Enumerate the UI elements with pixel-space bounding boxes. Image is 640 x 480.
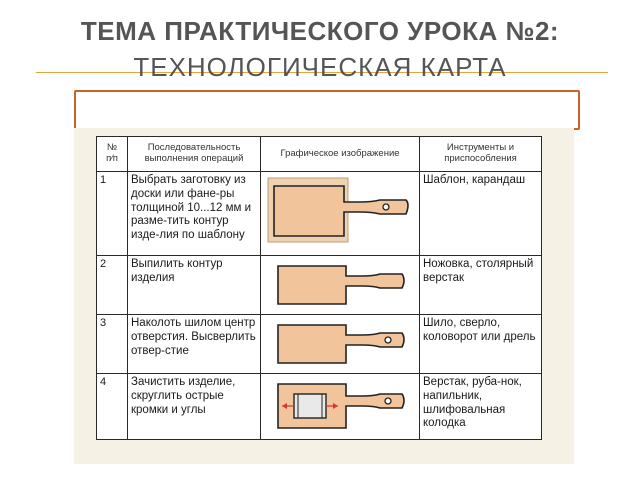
table-row: 4 Зачистить изделие, скруглить острые кр… (96, 373, 542, 440)
row-graphic (260, 373, 420, 440)
row-graphic (260, 255, 420, 315)
slide-title: ТЕМА ПРАКТИЧЕСКОГО УРОКА №2: (0, 16, 640, 46)
board-sanding-drawing (277, 383, 405, 429)
tech-card-table: № п⁄п Последовательность выполнения опер… (96, 136, 542, 440)
row-num: 3 (96, 314, 128, 374)
table-row: 2 Выпилить контур изделия Ножовка, столя… (96, 255, 542, 315)
slide-subtitle: ТЕХНОЛОГИЧЕСКАЯ КАРТА (133, 52, 507, 82)
row-num: 4 (96, 373, 128, 440)
row-num: 2 (96, 255, 128, 315)
row-num: 1 (96, 171, 128, 256)
header-graphic: Графическое изображение (260, 136, 420, 172)
row-tools: Ножовка, столярный верстак (419, 255, 542, 315)
table-header-row: № п⁄п Последовательность выполнения опер… (96, 136, 542, 172)
row-tools: Верстак, руба-нок, напильник, шлифовальн… (419, 373, 542, 440)
board-on-plank-drawing (267, 177, 409, 243)
row-operation: Выпилить контур изделия (127, 255, 261, 315)
row-operation: Наколоть шилом центр отверстия. Высверли… (127, 314, 261, 374)
header-tools: Инструменты и приспособления (419, 136, 542, 172)
row-graphic (260, 314, 420, 374)
text-placeholder-box[interactable] (74, 90, 580, 130)
row-tools: Шаблон, карандаш (419, 171, 542, 256)
table-row: 3 Наколоть шилом центр отверстия. Высвер… (96, 314, 542, 374)
header-num: № п⁄п (96, 136, 128, 172)
header-operations: Последовательность выполнения операций (127, 136, 261, 172)
row-operation: Зачистить изделие, скруглить острые кром… (127, 373, 261, 440)
title-divider (36, 72, 608, 73)
slide-title-line1: ТЕМА ПРАКТИЧЕСКОГО УРОКА №2: (80, 16, 560, 46)
board-cut-drawing (277, 265, 405, 305)
table-row: 1 Выбрать заготовку из доски или фане-ры… (96, 171, 542, 256)
board-drilled-drawing (277, 324, 405, 364)
tech-card-image: № п⁄п Последовательность выполнения опер… (74, 128, 574, 464)
row-operation: Выбрать заготовку из доски или фане-ры т… (127, 171, 261, 256)
row-graphic (260, 171, 420, 256)
row-tools: Шило, сверло, коловорот или дрель (419, 314, 542, 374)
